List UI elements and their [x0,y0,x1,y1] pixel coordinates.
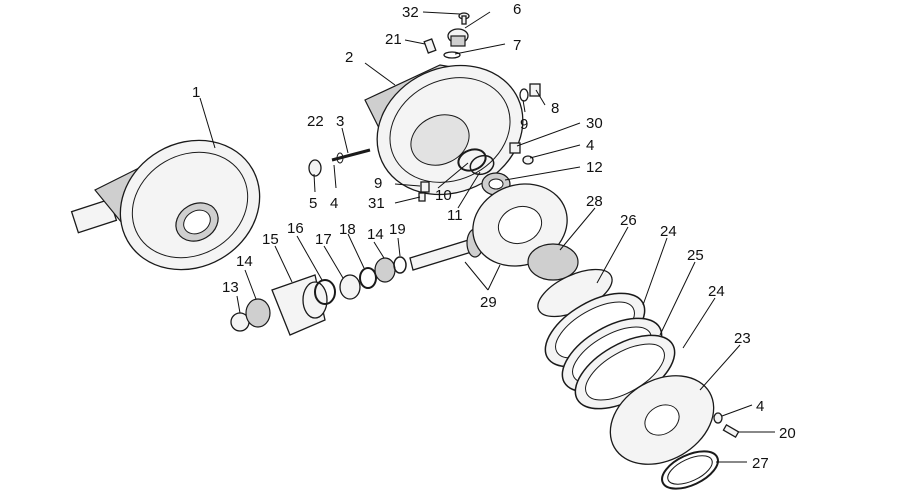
callout-13: 13 [222,279,239,296]
callout-15: 15 [262,231,279,248]
callout-1: 1 [192,84,200,101]
callout-7: 7 [513,37,521,54]
part-pin-and-seals [308,148,430,202]
callout-labels: 1 2 3 4 4 4 5 6 7 8 9 9 10 11 12 13 14 1… [192,1,796,472]
callout-30: 30 [586,115,603,132]
callout-6: 6 [513,1,521,18]
callout-18: 18 [339,221,356,238]
callout-16: 16 [287,220,304,237]
callout-24-lower: 24 [708,283,725,300]
part-cover-2 [364,64,524,196]
leader-lines [199,11,775,463]
callout-23: 23 [734,330,751,347]
callout-24-upper: 24 [660,223,677,240]
part-housing-1 [70,139,261,271]
part-shaft-components [230,256,407,336]
callout-17: 17 [315,231,332,248]
callout-28: 28 [586,193,603,210]
callout-3: 3 [336,113,344,130]
callout-9-left: 9 [374,175,382,192]
callout-14-left: 14 [236,253,253,270]
callout-2: 2 [345,49,353,66]
part-bolts-lower-right [713,412,740,438]
callout-5: 5 [309,195,317,212]
callout-4-right: 4 [586,137,594,154]
callout-4-lower: 4 [756,398,764,415]
callout-9-right: 9 [520,116,528,133]
callout-21: 21 [385,31,402,48]
callout-10: 10 [435,187,452,204]
part-bolts-right [509,83,541,165]
callout-31: 31 [368,195,385,212]
callout-25: 25 [687,247,704,264]
callout-4-left: 4 [330,195,338,212]
part-differential-stack [527,243,719,490]
callout-32: 32 [402,4,419,21]
callout-29: 29 [480,294,497,311]
callout-19: 19 [389,221,406,238]
callout-20: 20 [779,425,796,442]
callout-8: 8 [551,100,559,117]
part-plug-and-screws [423,12,470,59]
callout-12: 12 [586,159,603,176]
callout-22: 22 [307,113,324,130]
callout-26: 26 [620,212,637,229]
callout-27: 27 [752,455,769,472]
callout-14-right: 14 [367,226,384,243]
callout-11: 11 [447,207,463,224]
